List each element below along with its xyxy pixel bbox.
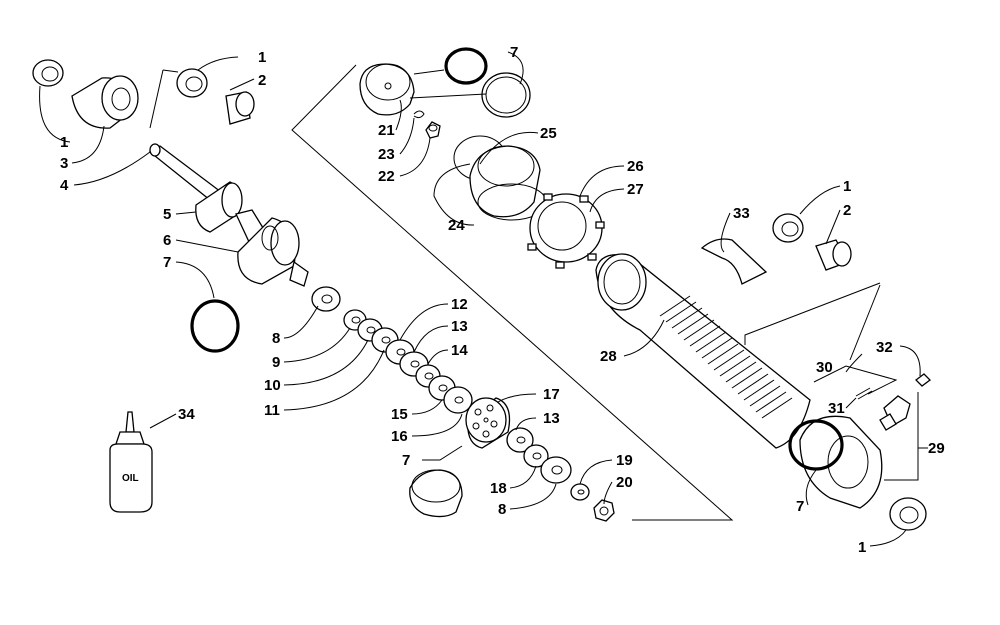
leader-lines — [39, 51, 921, 547]
snap-ring-23 — [413, 110, 425, 119]
callout-7-top: 7 — [510, 44, 518, 61]
callout-1-left: 1 — [60, 134, 68, 151]
callout-26: 26 — [627, 158, 644, 175]
sleeve-2-top — [225, 91, 255, 125]
bushing-1-right — [772, 213, 804, 243]
shaft-4 — [148, 143, 227, 205]
callout-14: 14 — [451, 342, 468, 359]
o-ring-7-left — [190, 299, 240, 353]
callout-5: 5 — [163, 206, 171, 223]
callout-7-left: 7 — [163, 254, 171, 271]
screw-32 — [915, 373, 931, 387]
callout-20: 20 — [616, 474, 633, 491]
piston-band-7 — [409, 469, 463, 518]
callout-6: 6 — [163, 232, 171, 249]
valve-22 — [425, 121, 441, 139]
adjuster-nut-26 — [527, 193, 605, 269]
nut-20 — [593, 499, 615, 522]
bottom-eyelet — [799, 415, 883, 509]
o-ring-7-bottom — [788, 419, 844, 471]
callout-8-top: 8 — [272, 330, 280, 347]
callout-29: 29 — [928, 440, 945, 457]
callout-12: 12 — [451, 296, 468, 313]
callout-15: 15 — [391, 406, 408, 423]
bushing-1-bottom — [889, 497, 927, 531]
callout-34: 34 — [178, 406, 195, 423]
callout-10: 10 — [264, 377, 281, 394]
seal-head-6 — [237, 217, 309, 287]
callout-numbers: 1 2 1 3 4 5 6 7 8 9 10 11 12 13 14 15 16… — [60, 44, 945, 556]
washer-19 — [570, 483, 590, 501]
callout-28: 28 — [600, 348, 617, 365]
callout-11: 11 — [264, 402, 280, 419]
callout-13-bottom: 13 — [543, 410, 560, 427]
shim-stack-9-14 — [343, 309, 473, 414]
callout-17: 17 — [543, 386, 560, 403]
washer-8-top — [311, 286, 341, 312]
callout-7-piston-band: 7 — [402, 452, 410, 469]
callout-2-right: 2 — [843, 202, 851, 219]
bracket-29-lines — [813, 365, 928, 481]
callout-1-top: 1 — [258, 49, 266, 66]
oil-bottle-34: OIL — [109, 411, 153, 513]
shock-body-28 — [595, 253, 811, 449]
bumper-5 — [195, 181, 243, 233]
valve-core-31 — [855, 387, 873, 400]
backup-rings-24-25 — [453, 135, 547, 221]
piston-17 — [465, 397, 511, 449]
callout-31: 31 — [828, 400, 845, 417]
callout-30: 30 — [816, 359, 833, 376]
callout-33: 33 — [733, 205, 750, 222]
band-7-top — [481, 72, 531, 118]
callout-2-top: 2 — [258, 72, 266, 89]
callout-22: 22 — [378, 168, 395, 185]
callout-4: 4 — [60, 177, 69, 194]
reservoir-cap-21 — [359, 63, 415, 116]
callout-7-bottom: 7 — [796, 498, 804, 515]
clip-33 — [700, 238, 768, 285]
callout-18: 18 — [490, 480, 507, 497]
callout-16: 16 — [391, 428, 408, 445]
eyelet-3 — [71, 75, 139, 129]
sleeve-2-right — [815, 239, 852, 271]
callout-8-bottom: 8 — [498, 501, 506, 518]
callout-27: 27 — [627, 181, 644, 198]
bushing-1-top-center — [176, 68, 208, 98]
shim-stack-13-18 — [506, 427, 572, 484]
callout-21: 21 — [378, 122, 395, 139]
callout-24: 24 — [448, 217, 465, 234]
oil-bottle-label: OIL — [122, 473, 139, 484]
callout-1-bottom: 1 — [858, 539, 866, 556]
callout-19: 19 — [616, 452, 633, 469]
callout-13-top: 13 — [451, 318, 468, 335]
callout-32: 32 — [876, 339, 893, 356]
group-bracket-lines — [149, 64, 881, 521]
o-ring-7-top — [444, 47, 488, 85]
bushing-1-top-left — [32, 59, 64, 87]
schrader-valve-29 — [879, 395, 911, 431]
callout-3: 3 — [60, 155, 68, 172]
callout-25: 25 — [540, 125, 557, 142]
callout-23: 23 — [378, 146, 395, 163]
callout-1-right: 1 — [843, 178, 851, 195]
callout-9: 9 — [272, 354, 280, 371]
